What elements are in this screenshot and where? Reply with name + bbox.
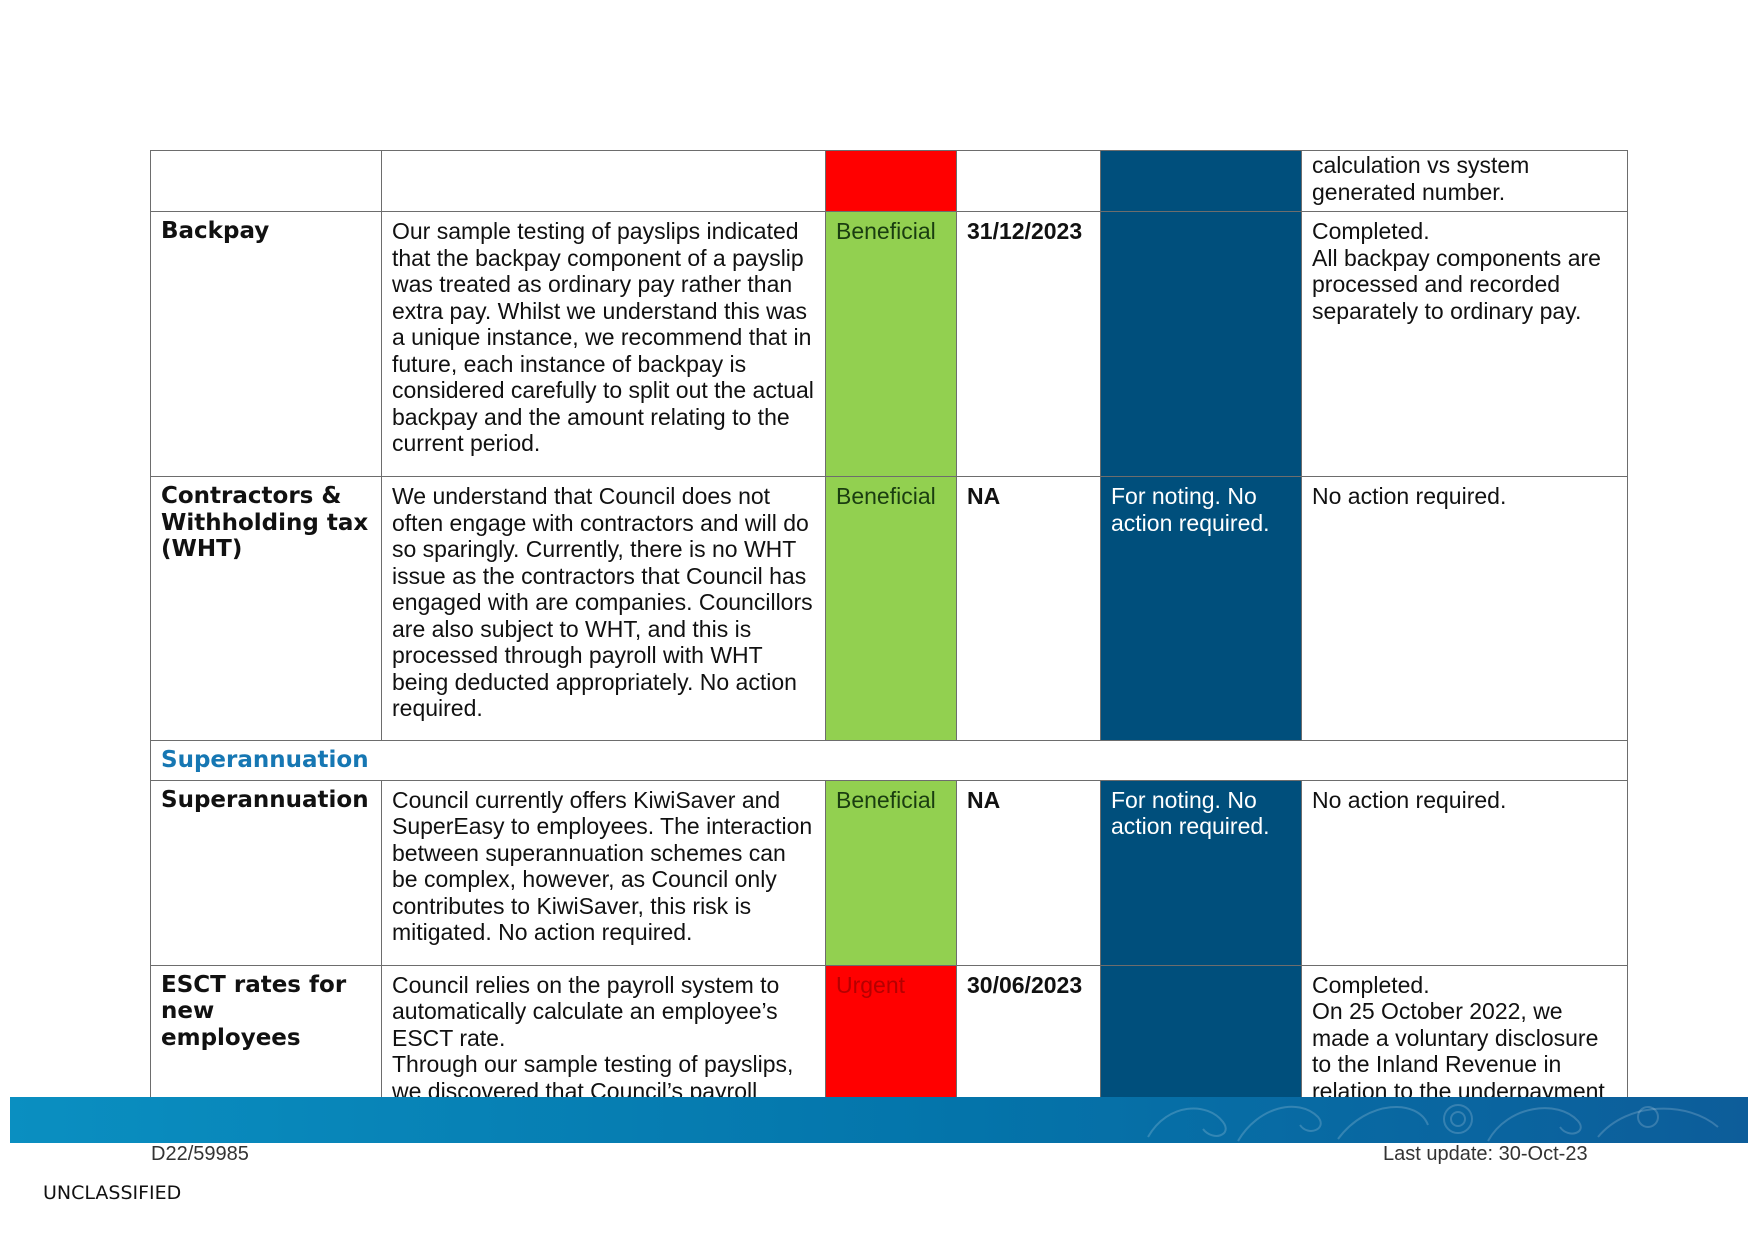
label-line: ESCT rates for new xyxy=(161,971,347,1025)
finding-line: often engage with contractors and will d… xyxy=(392,509,809,536)
finding-line: required. xyxy=(392,695,483,721)
table-row: Backpay Our sample testing of payslips i… xyxy=(150,211,1628,477)
koru-pattern-decoration xyxy=(1147,1104,1719,1142)
finding-line: so sparingly. Currently, there is no WHT xyxy=(392,536,797,562)
finding-line: future, each instance of backpay is xyxy=(392,350,747,377)
row-label: Backpay xyxy=(150,211,382,477)
finding-line: Our sample testing of payslips indicated xyxy=(392,218,799,244)
finding-line: issue as the contractors that Council ha… xyxy=(392,562,807,589)
status-line: to the Inland Revenue in xyxy=(1312,1051,1562,1077)
row-finding: We understand that Council does not ofte… xyxy=(381,476,826,741)
finding-line: Council relies on the payroll system to xyxy=(392,971,780,998)
status-line: Completed. xyxy=(1312,218,1430,244)
label-line: Withholding tax xyxy=(161,509,369,536)
finding-line: that the backpay component of a payslip xyxy=(392,244,804,271)
finding-line: processed through payroll with WHT xyxy=(392,642,763,668)
section-row: Superannuation xyxy=(150,740,1628,781)
response-line: For noting. No xyxy=(1111,483,1257,509)
row-finding: Our sample testing of payslips indicated… xyxy=(381,211,826,477)
label-line: Contractors & xyxy=(161,483,342,509)
status-cell: No action required. xyxy=(1301,779,1628,966)
status-line: separately to ordinary pay. xyxy=(1312,297,1582,324)
rating-cell: Beneficial xyxy=(825,211,957,477)
status-cell: Completed. All backpay components are pr… xyxy=(1301,211,1628,477)
status-cell: calculation vs system generated number. xyxy=(1301,150,1628,212)
response-cell: For noting. No action required. xyxy=(1100,779,1302,966)
response-line: For noting. No xyxy=(1111,786,1257,813)
status-cell: No action required. xyxy=(1301,476,1628,741)
section-heading: Superannuation xyxy=(150,740,1628,781)
finding-line: a unique instance, we recommend that in xyxy=(392,324,812,350)
response-cell: For noting. No action required. xyxy=(1100,476,1302,741)
finding-line: are also subject to WHT, and this is xyxy=(392,615,752,642)
row-finding: Council relies on the payroll system to … xyxy=(381,964,826,1111)
status-line: On 25 October 2022, we xyxy=(1312,998,1563,1024)
due-date-cell xyxy=(956,150,1101,212)
status-line: made a voluntary disclosure xyxy=(1312,1024,1599,1051)
row-finding: Council currently offers KiwiSaver and S… xyxy=(381,779,826,966)
table-row: ESCT rates for new employees Council rel… xyxy=(150,964,1628,1111)
response-line: action required. xyxy=(1111,509,1270,536)
table-row: Superannuation Council currently offers … xyxy=(150,779,1628,966)
row-label xyxy=(150,150,382,212)
row-label: ESCT rates for new employees xyxy=(150,964,382,1111)
finding-line: ESCT rate. xyxy=(392,1024,506,1051)
response-line: action required. xyxy=(1111,813,1270,839)
response-cell xyxy=(1100,150,1302,212)
finding-line: automatically calculate an employee’s xyxy=(392,998,778,1024)
classification-label: UNCLASSIFIED xyxy=(43,1182,182,1204)
finding-line: contributes to KiwiSaver, this risk is xyxy=(392,892,752,919)
due-date-cell: NA xyxy=(956,476,1101,741)
footer-band xyxy=(10,1097,1748,1143)
status-cell: Completed. On 25 October 2022, we made a… xyxy=(1301,964,1628,1111)
finding-line: between superannuation schemes can xyxy=(392,839,786,866)
finding-line: mitigated. No action required. xyxy=(392,919,693,945)
table-row: calculation vs system generated number. xyxy=(150,150,1628,212)
finding-line: engaged with are companies. Councillors xyxy=(392,589,813,615)
table-row: Contractors & Withholding tax (WHT) We u… xyxy=(150,476,1628,741)
finding-line: Council currently offers KiwiSaver and xyxy=(392,786,781,813)
due-date-cell: 30/06/2023 xyxy=(956,964,1101,1111)
finding-line: being deducted appropriately. No action xyxy=(392,668,797,695)
finding-line: Through our sample testing of payslips, xyxy=(392,1051,794,1077)
response-cell xyxy=(1100,211,1302,477)
row-label: Superannuation xyxy=(150,779,382,966)
document-id: D22/59985 xyxy=(151,1143,249,1165)
finding-line: We understand that Council does not xyxy=(392,483,771,509)
row-label: Contractors & Withholding tax (WHT) xyxy=(150,476,382,741)
status-line: processed and recorded xyxy=(1312,271,1561,297)
status-line: All backpay components are xyxy=(1312,244,1601,271)
rating-cell: Urgent xyxy=(825,964,957,1111)
status-line: generated number. xyxy=(1312,178,1506,205)
due-date-cell: 31/12/2023 xyxy=(956,211,1101,477)
finding-line: be complex, however, as Council only xyxy=(392,866,777,892)
finding-line: was treated as ordinary pay rather than xyxy=(392,271,793,297)
audit-findings-table: calculation vs system generated number. … xyxy=(150,150,1628,1111)
response-cell xyxy=(1100,964,1302,1111)
finding-line: SuperEasy to employees. The interaction xyxy=(392,813,813,839)
status-line: calculation vs system xyxy=(1312,152,1530,178)
rating-cell: Beneficial xyxy=(825,779,957,966)
label-line: employees xyxy=(161,1024,301,1051)
status-line: Completed. xyxy=(1312,971,1430,998)
finding-line: backpay and the amount relating to the xyxy=(392,403,790,430)
rating-cell xyxy=(825,150,957,212)
row-finding xyxy=(381,150,826,212)
finding-line: considered carefully to split out the ac… xyxy=(392,377,814,403)
last-update: Last update: 30-Oct-23 xyxy=(1383,1143,1588,1165)
rating-cell: Beneficial xyxy=(825,476,957,741)
label-line: (WHT) xyxy=(161,536,243,562)
due-date-cell: NA xyxy=(956,779,1101,966)
finding-line: current period. xyxy=(392,430,541,456)
finding-line: extra pay. Whilst we understand this was xyxy=(392,297,808,324)
